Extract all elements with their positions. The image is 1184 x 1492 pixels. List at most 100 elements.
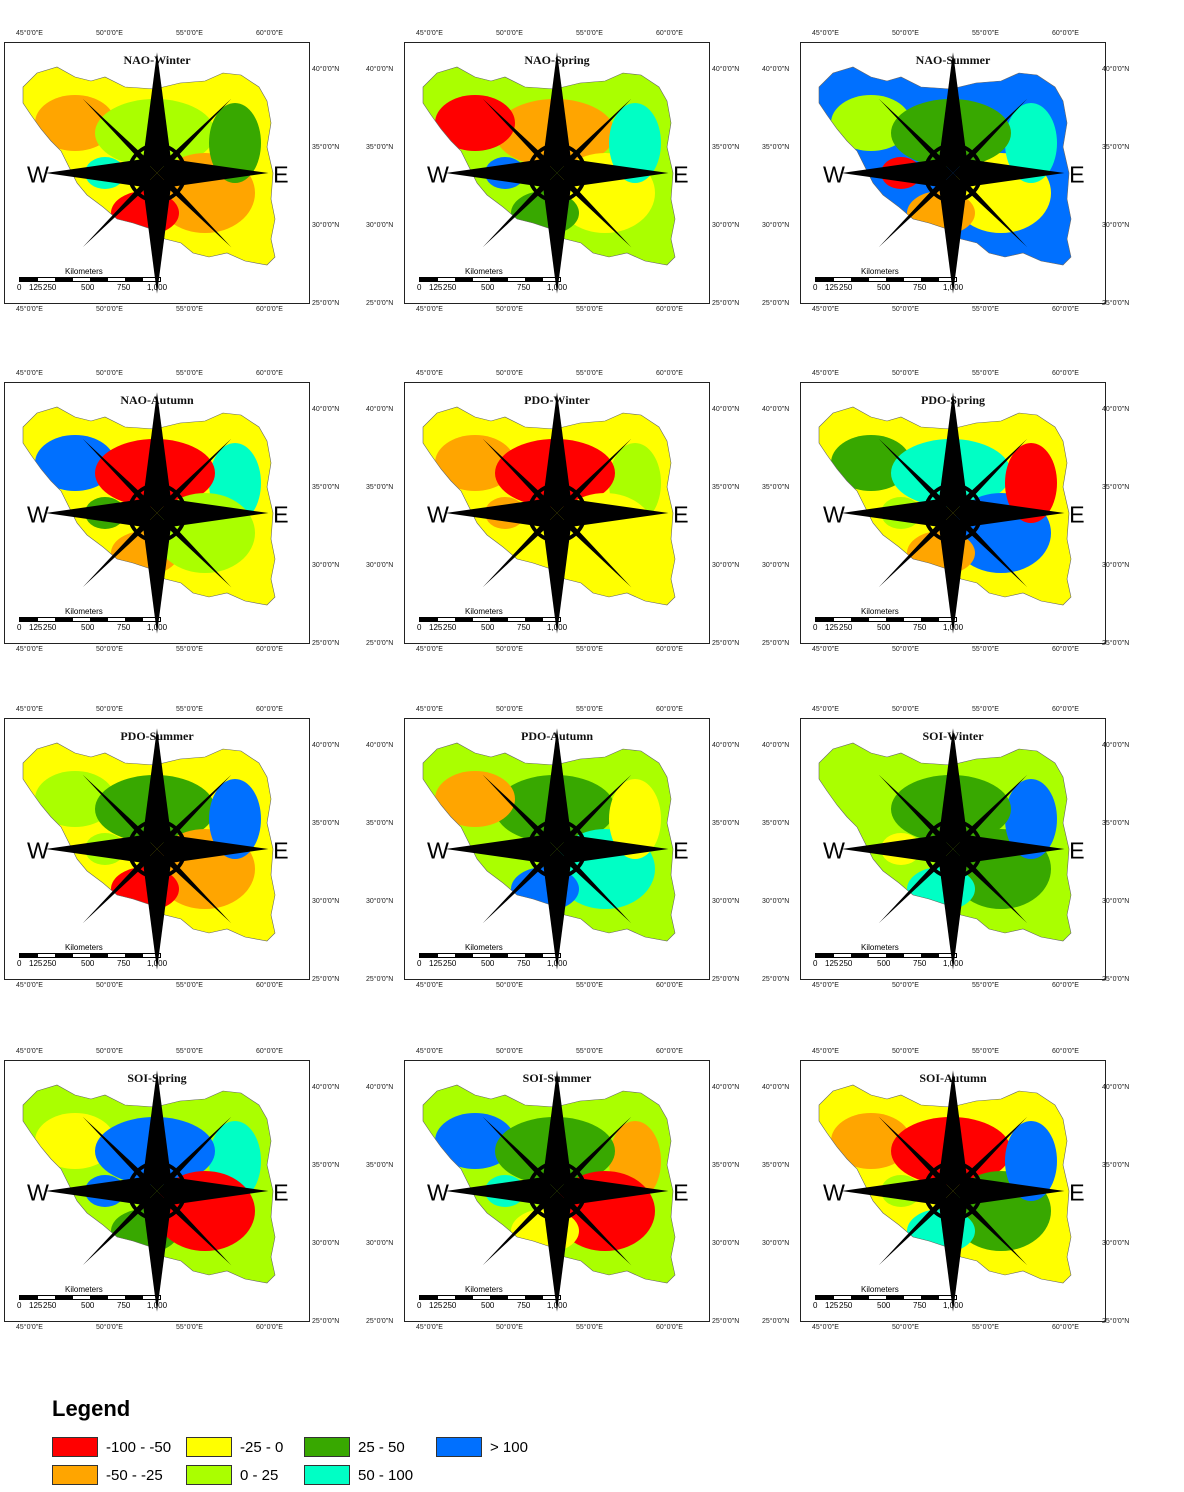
scale-bar-label: 125 (825, 283, 839, 292)
lon-tick-label: 60°0'0"E (1052, 306, 1079, 313)
scale-bar-label: 500 (81, 283, 95, 292)
country-outline (22, 1084, 276, 1284)
lat-tick-label: 35°0'0"N (1102, 1162, 1130, 1169)
lat-tick-label: 35°0'0"N (366, 144, 394, 151)
compass-w-label: W (427, 1179, 449, 1205)
country-outline (422, 66, 676, 266)
lat-tick-label: 40°0'0"N (1102, 1084, 1130, 1091)
scale-bar-label: 0 (417, 283, 422, 292)
scale-bar-label: 0 (417, 959, 422, 968)
lat-tick-label: 30°0'0"N (1102, 562, 1130, 569)
compass-w-label: W (27, 161, 49, 187)
scale-bar-label: 250 (839, 623, 853, 632)
scale-bar-title: Kilometers (465, 1285, 503, 1294)
lon-tick-label: 50°0'0"E (96, 306, 123, 313)
lat-tick-label: 35°0'0"N (712, 484, 740, 491)
legend-item: -50 - -25 (52, 1464, 163, 1486)
lon-tick-label: 50°0'0"E (496, 370, 523, 377)
legend-title: Legend (52, 1396, 131, 1421)
lon-tick-label: 50°0'0"E (496, 30, 523, 37)
lat-tick-label: 35°0'0"N (762, 144, 790, 151)
lon-tick-label: 60°0'0"E (256, 306, 283, 313)
lat-tick-label: 25°0'0"N (366, 640, 394, 647)
lon-tick-label: 55°0'0"E (176, 1324, 203, 1331)
lat-tick-label: 40°0'0"N (312, 742, 340, 749)
lon-tick-label: 55°0'0"E (972, 706, 999, 713)
lon-tick-label: 55°0'0"E (972, 30, 999, 37)
scale-bar-label: 500 (481, 1301, 495, 1310)
map-region (35, 435, 115, 491)
scale-bar-label: 500 (877, 959, 891, 968)
lat-tick-label: 25°0'0"N (712, 640, 740, 647)
lon-tick-label: 45°0'0"E (812, 1324, 839, 1331)
compass-e-label: E (1069, 501, 1084, 527)
scale-bar-label: 125 (29, 1301, 43, 1310)
map-region (1005, 779, 1057, 859)
lat-tick-label: 35°0'0"N (712, 820, 740, 827)
lat-tick-label: 25°0'0"N (312, 300, 340, 307)
scale-bar-graphic (419, 277, 561, 282)
country-outline (422, 1084, 676, 1284)
scale-bar-label: 1,000 (943, 959, 964, 968)
legend-item: 25 - 50 (304, 1436, 405, 1458)
legend-label: 0 - 25 (240, 1466, 279, 1484)
lon-tick-label: 50°0'0"E (892, 370, 919, 377)
map-region (1005, 1121, 1057, 1201)
lat-tick-label: 40°0'0"N (712, 742, 740, 749)
lon-tick-label: 45°0'0"E (812, 1048, 839, 1055)
lat-tick-label: 35°0'0"N (762, 484, 790, 491)
scale-bar-label: 125 (29, 623, 43, 632)
compass-e-label: E (273, 837, 288, 863)
lon-tick-label: 45°0'0"E (416, 982, 443, 989)
lon-tick-label: 60°0'0"E (1052, 982, 1079, 989)
scale-bar-graphic (19, 953, 161, 958)
scale-bar-title: Kilometers (65, 607, 103, 616)
lat-tick-label: 25°0'0"N (312, 1318, 340, 1325)
compass-w-label: W (427, 501, 449, 527)
lat-tick-label: 25°0'0"N (1102, 976, 1130, 983)
lon-tick-label: 45°0'0"E (812, 306, 839, 313)
lon-tick-label: 45°0'0"E (416, 370, 443, 377)
map-panel: 45°0'0"E50°0'0"E55°0'0"E60°0'0"ESOI-Summ… (366, 1046, 739, 1331)
lon-tick-label: 45°0'0"E (16, 1048, 43, 1055)
lat-tick-label: 25°0'0"N (1102, 1318, 1130, 1325)
lat-tick-label: 35°0'0"N (712, 1162, 740, 1169)
lon-tick-label: 45°0'0"E (812, 30, 839, 37)
scale-bar-label: 750 (517, 1301, 531, 1310)
legend-swatch (52, 1465, 98, 1485)
lat-tick-label: 40°0'0"N (1102, 406, 1130, 413)
lon-tick-label: 50°0'0"E (496, 1048, 523, 1055)
lon-tick-label: 45°0'0"E (812, 370, 839, 377)
legend-label: 50 - 100 (358, 1466, 414, 1484)
lon-tick-label: 60°0'0"E (656, 706, 683, 713)
compass-e-label: E (1069, 837, 1084, 863)
scale-bar-label: 500 (81, 623, 95, 632)
lat-tick-label: 25°0'0"N (1102, 300, 1130, 307)
scale-bar-label: 1,000 (943, 283, 964, 292)
scale-bar-label: 500 (877, 623, 891, 632)
legend-label: -50 - -25 (106, 1466, 163, 1484)
lon-tick-label: 50°0'0"E (892, 646, 919, 653)
map-panel: 45°0'0"E50°0'0"E55°0'0"E60°0'0"ESOI-Wint… (762, 704, 1129, 989)
legend-swatch (304, 1465, 350, 1485)
compass-w-label: W (27, 1179, 49, 1205)
map-frame: PDO-SpringWEKilometers01252505007501,000 (800, 382, 1106, 644)
lat-tick-label: 35°0'0"N (312, 484, 340, 491)
lat-tick-label: 35°0'0"N (1102, 820, 1130, 827)
scale-bar-graphic (19, 617, 161, 622)
scale-bar-label: 125 (429, 1301, 443, 1310)
lat-tick-label: 35°0'0"N (762, 1162, 790, 1169)
lat-tick-label: 30°0'0"N (1102, 222, 1130, 229)
lon-tick-label: 45°0'0"E (812, 646, 839, 653)
map-region (209, 103, 261, 183)
legend-swatch (52, 1437, 98, 1457)
compass-e-label: E (673, 501, 688, 527)
